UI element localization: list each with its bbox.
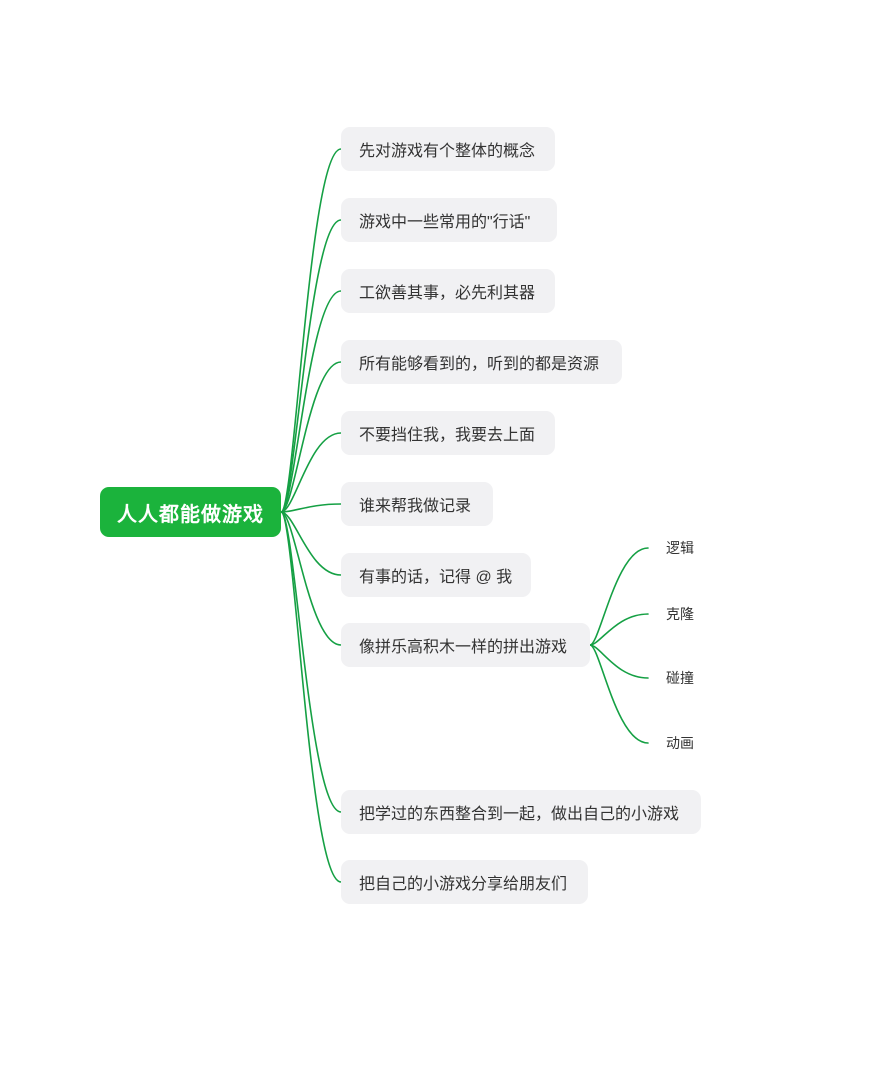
connector-line xyxy=(589,644,649,679)
leaf-node-label: 动画 xyxy=(666,735,694,751)
branch-node[interactable]: 工欲善其事，必先利其器 xyxy=(341,269,555,313)
root-node[interactable]: 人人都能做游戏 xyxy=(100,487,281,537)
connector-line xyxy=(280,432,342,513)
connector-line xyxy=(280,219,342,513)
branch-node[interactable]: 把学过的东西整合到一起，做出自己的小游戏 xyxy=(341,790,701,834)
connector-line xyxy=(589,547,649,646)
leaf-node[interactable]: 碰撞 xyxy=(666,668,702,688)
connector-line xyxy=(280,511,342,813)
branch-node-label: 先对游戏有个整体的概念 xyxy=(359,143,536,160)
leaf-node[interactable]: 逻辑 xyxy=(666,538,702,558)
leaf-node[interactable]: 克隆 xyxy=(666,604,702,624)
connector-line xyxy=(280,511,342,646)
connector-line xyxy=(280,511,342,576)
connector-line xyxy=(280,148,342,513)
connector-line xyxy=(589,613,649,646)
branch-node[interactable]: 谁来帮我做记录 xyxy=(341,482,493,526)
leaf-node[interactable]: 动画 xyxy=(666,733,702,753)
branch-node[interactable]: 先对游戏有个整体的概念 xyxy=(341,127,555,171)
branch-node[interactable]: 把自己的小游戏分享给朋友们 xyxy=(341,860,588,904)
branch-node-label: 谁来帮我做记录 xyxy=(359,498,472,515)
connector-line xyxy=(280,361,342,513)
leaf-node-label: 逻辑 xyxy=(666,540,694,556)
branch-node[interactable]: 所有能够看到的，听到的都是资源 xyxy=(341,340,622,384)
branch-node[interactable]: 像拼乐高积木一样的拼出游戏 xyxy=(341,623,590,667)
leaf-node-label: 克隆 xyxy=(666,606,694,622)
branch-node-label: 像拼乐高积木一样的拼出游戏 xyxy=(359,639,568,656)
branch-node-label: 把自己的小游戏分享给朋友们 xyxy=(359,876,568,893)
branch-node-label: 不要挡住我，我要去上面 xyxy=(359,427,536,444)
connector-line xyxy=(589,644,649,744)
connector-line xyxy=(280,503,342,513)
root-node-label: 人人都能做游戏 xyxy=(117,503,264,526)
connector-line xyxy=(280,511,342,883)
connector-line xyxy=(280,290,342,513)
branch-node[interactable]: 游戏中一些常用的"行话" xyxy=(341,198,557,242)
branch-node-label: 所有能够看到的，听到的都是资源 xyxy=(359,356,600,373)
branch-node[interactable]: 不要挡住我，我要去上面 xyxy=(341,411,555,455)
branch-node-label: 把学过的东西整合到一起，做出自己的小游戏 xyxy=(359,806,680,823)
leaf-node-label: 碰撞 xyxy=(666,670,694,686)
branch-node-label: 有事的话，记得 @ 我 xyxy=(359,569,513,586)
branch-node[interactable]: 有事的话，记得 @ 我 xyxy=(341,553,531,597)
branch-node-label: 工欲善其事，必先利其器 xyxy=(359,285,536,302)
branch-node-label: 游戏中一些常用的"行话" xyxy=(359,214,531,231)
